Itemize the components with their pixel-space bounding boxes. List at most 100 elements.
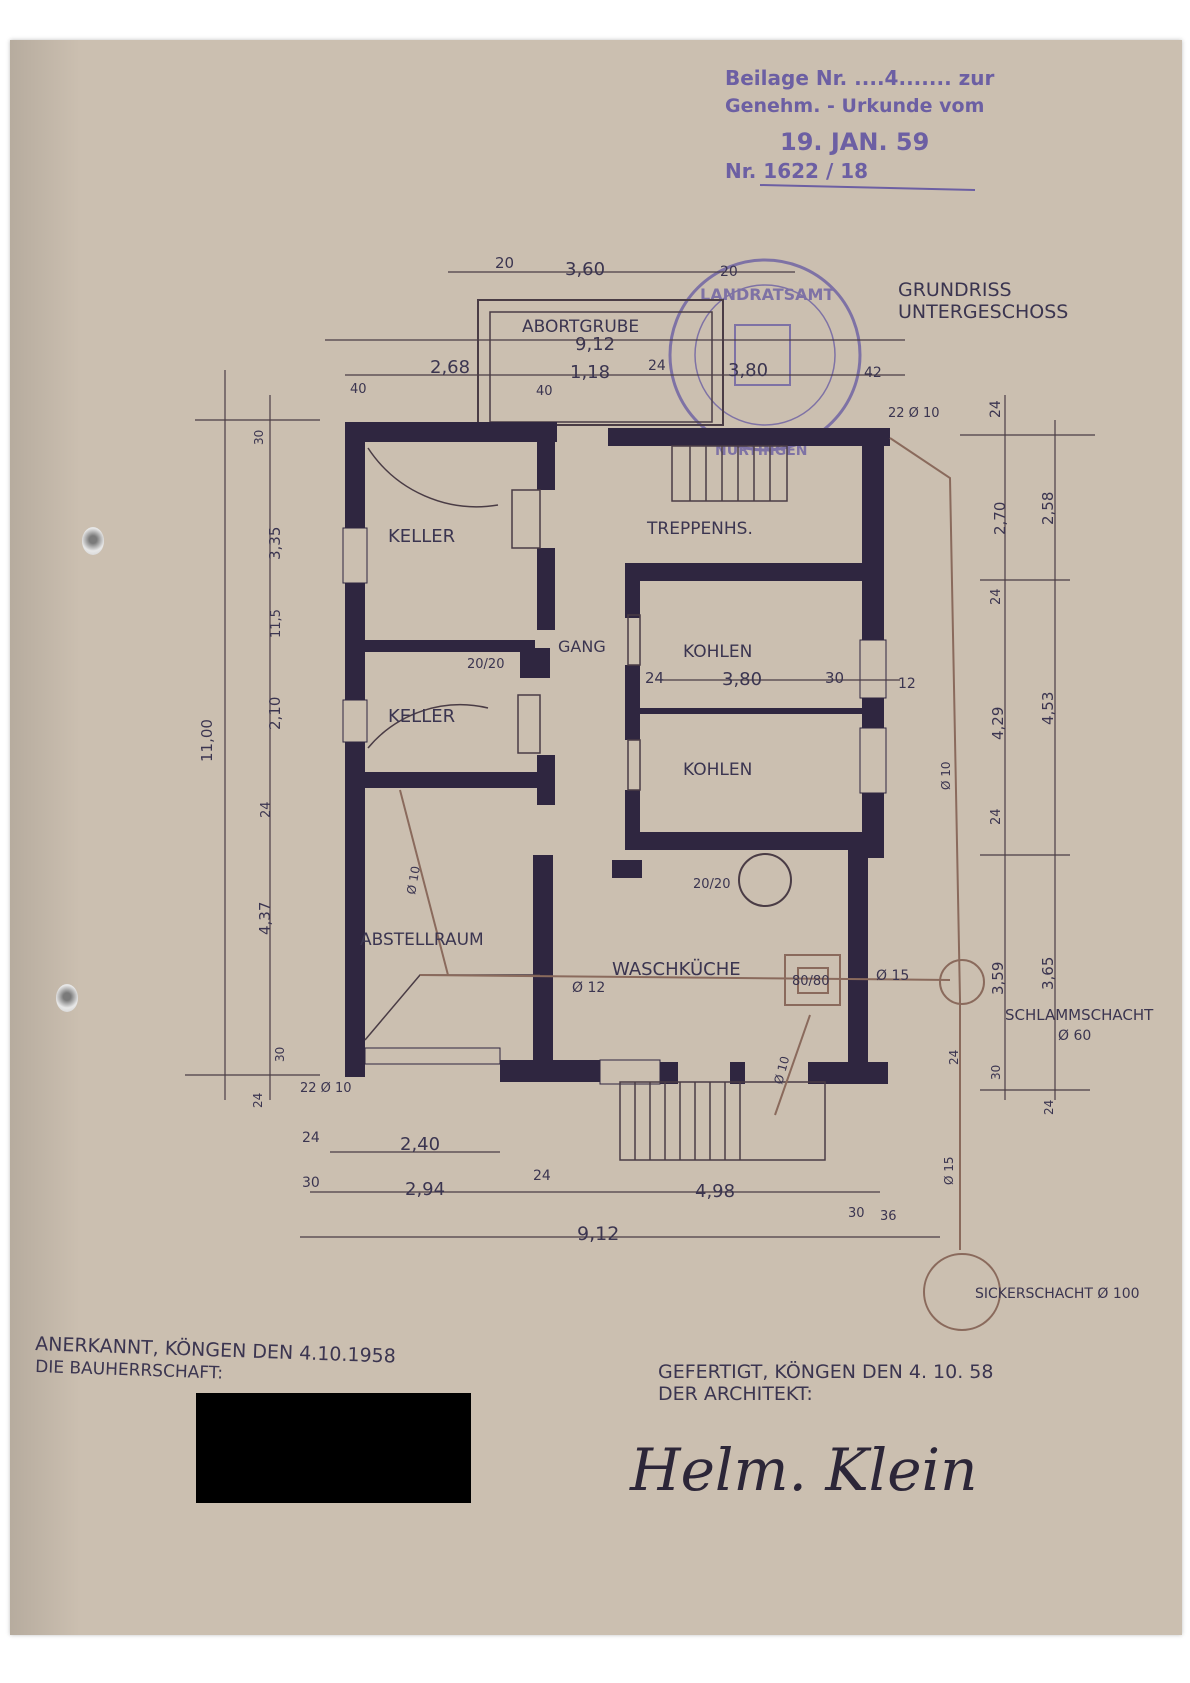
room-label-waschkueche: WASCHKÜCHE bbox=[612, 958, 741, 980]
dim-right-8: 3,65 bbox=[1039, 957, 1057, 990]
dim-top-5: 40 bbox=[536, 384, 553, 399]
dim-top-1: 3,60 bbox=[565, 259, 605, 280]
label-schlammschacht: SCHLAMMSCHACHT bbox=[1005, 1006, 1154, 1024]
dim-bottom2-5: 36 bbox=[880, 1209, 897, 1224]
dim-right-1: 2,70 bbox=[991, 502, 1009, 535]
seal-text-top: LANDRATSAMT bbox=[700, 285, 834, 304]
label-sickerschacht: SICKERSCHACHT Ø 100 bbox=[975, 1286, 1140, 1302]
drawing-sheet bbox=[10, 40, 1182, 1635]
plan-title-line1: GRUNDRISS bbox=[898, 279, 1012, 301]
dim-right-4: 4,29 bbox=[989, 707, 1007, 740]
dim-top-8: 3,80 bbox=[728, 360, 768, 381]
floor-drain-box bbox=[784, 954, 841, 1006]
dim-bottom2-4: 30 bbox=[848, 1206, 865, 1221]
dim-bottom1-0: 24 bbox=[302, 1130, 320, 1146]
dim-top-3: 40 bbox=[350, 382, 367, 397]
stamp-date: 19. JAN. 59 bbox=[780, 128, 929, 156]
dim-right-7: 3,59 bbox=[989, 962, 1007, 995]
dim-left-1: 30 bbox=[252, 430, 266, 445]
gully-circle bbox=[738, 853, 792, 907]
room-label-gang: GANG bbox=[558, 637, 606, 656]
window-waschkueche bbox=[599, 1059, 661, 1085]
room-labels: KELLER KELLER TREPPENHS. GANG KOHLEN KOH… bbox=[360, 519, 753, 980]
label-chimney-1: 20/20 bbox=[467, 657, 504, 672]
label-gully: 80/80 bbox=[792, 974, 829, 989]
footer-right-line1: GEFERTIGT, KÖNGEN DEN 4. 10. 58 bbox=[658, 1360, 993, 1383]
approval-stamp: Beilage Nr. ....4....... zur Genehm. - U… bbox=[725, 66, 995, 191]
sickerschacht-manhole bbox=[923, 1253, 1001, 1331]
label-pipe-10-right: Ø 10 bbox=[939, 761, 953, 790]
door-kohlen1 bbox=[627, 614, 641, 666]
dim-top-2: 20 bbox=[720, 264, 738, 280]
stairs-bottom bbox=[619, 1081, 826, 1161]
punch-hole-bottom bbox=[56, 984, 78, 1012]
dim-kohlen-2: 30 bbox=[825, 669, 844, 687]
stamp-underline bbox=[759, 184, 976, 191]
dim-left-5: 24 bbox=[259, 801, 274, 818]
door-swing-keller2 bbox=[367, 704, 489, 749]
dim-bottom-total: 9,12 bbox=[577, 1223, 619, 1245]
dim-left-2: 3,35 bbox=[266, 527, 284, 560]
door-swing-keller1 bbox=[367, 447, 499, 508]
label-pipe-22-10-top: 22 Ø 10 bbox=[888, 406, 940, 421]
footer-left-line2: DIE BAUHERRSCHAFT: bbox=[35, 1357, 224, 1384]
seal-coat-of-arms-icon bbox=[734, 324, 791, 386]
stamp-line1: Beilage Nr. ....4....... zur bbox=[725, 66, 995, 90]
dim-right-9: 24 bbox=[947, 1050, 961, 1065]
dim-kohlen-3: 12 bbox=[898, 676, 916, 692]
door-abstellraum bbox=[364, 974, 540, 1041]
dim-labels-left: 11,00 30 3,35 11,5 2,10 24 4,37 30 24 bbox=[198, 430, 287, 1108]
sheet-shadow-edge bbox=[10, 40, 80, 1635]
punch-hole-top bbox=[82, 527, 104, 555]
dim-top-4: 2,68 bbox=[430, 357, 470, 378]
dim-right-10: 30 bbox=[989, 1065, 1003, 1080]
stamp-number: Nr. 1622 / 18 bbox=[725, 159, 868, 183]
dim-bottom2-2: 24 bbox=[533, 1168, 551, 1184]
room-label-keller2: KELLER bbox=[388, 706, 455, 727]
dim-left-0: 11,00 bbox=[198, 719, 216, 762]
abortgrube-dimension: 9,12 bbox=[575, 334, 615, 355]
window-kohlen2 bbox=[859, 727, 887, 794]
seal-outer-ring bbox=[668, 258, 862, 452]
room-label-keller1: KELLER bbox=[388, 526, 455, 547]
room-label-treppenhaus: TREPPENHS. bbox=[646, 519, 753, 539]
dim-top-7: 24 bbox=[648, 358, 666, 374]
floor-drain-inner bbox=[797, 967, 829, 994]
window-kohlen1 bbox=[859, 639, 887, 699]
dim-kohlen-1: 3,80 bbox=[722, 669, 762, 690]
label-pipe-12: Ø 12 bbox=[572, 980, 605, 996]
architect-signature: Helm. Klein bbox=[629, 1436, 977, 1504]
dim-bottom2-1: 2,94 bbox=[405, 1179, 445, 1200]
detail-labels: 22 Ø 10 22 Ø 10 Ø 12 Ø 15 Ø 15 Ø 10 Ø 10… bbox=[300, 406, 1154, 1302]
door-kohlen2 bbox=[627, 739, 641, 791]
pipe-horizontal bbox=[419, 974, 951, 981]
label-chimney-2: 20/20 bbox=[693, 877, 730, 892]
label-pipe-22-10-bottom: 22 Ø 10 bbox=[300, 1081, 352, 1096]
label-pipe-10-bottom: Ø 10 bbox=[771, 1055, 792, 1086]
dim-bottom1-1: 2,40 bbox=[400, 1134, 440, 1155]
window-keller2 bbox=[342, 699, 368, 743]
window-abstellraum bbox=[364, 1047, 501, 1065]
seal-inner-ring bbox=[694, 284, 836, 426]
pipe-waschkueche bbox=[774, 1014, 811, 1116]
dim-labels-kohlen: 24 3,80 30 12 bbox=[645, 669, 916, 692]
dim-left-4: 2,10 bbox=[266, 697, 284, 730]
schlammschacht-manhole bbox=[939, 959, 985, 1005]
window-keller1 bbox=[342, 527, 368, 584]
dimension-lines bbox=[185, 271, 1095, 1238]
stamp-line2: Genehm. - Urkunde vom bbox=[725, 95, 984, 117]
stairs-top bbox=[671, 445, 788, 502]
dim-right-0: 24 bbox=[988, 400, 1004, 418]
label-schlammschacht-diameter: Ø 60 bbox=[1058, 1028, 1091, 1044]
dim-labels-top: 20 3,60 20 40 2,68 40 1,18 24 3,80 42 bbox=[350, 254, 882, 399]
dim-bottom2-3: 4,98 bbox=[695, 1181, 735, 1202]
dim-top-0: 20 bbox=[495, 254, 514, 272]
dim-bottom2-0: 30 bbox=[302, 1175, 320, 1191]
door-keller1 bbox=[511, 489, 541, 549]
pipe-abstellraum bbox=[399, 789, 449, 976]
room-label-abstellraum: ABSTELLRAUM bbox=[360, 930, 484, 950]
dim-left-3: 11,5 bbox=[269, 609, 284, 638]
room-label-kohlen2: KOHLEN bbox=[683, 760, 752, 780]
windows bbox=[342, 527, 887, 1085]
